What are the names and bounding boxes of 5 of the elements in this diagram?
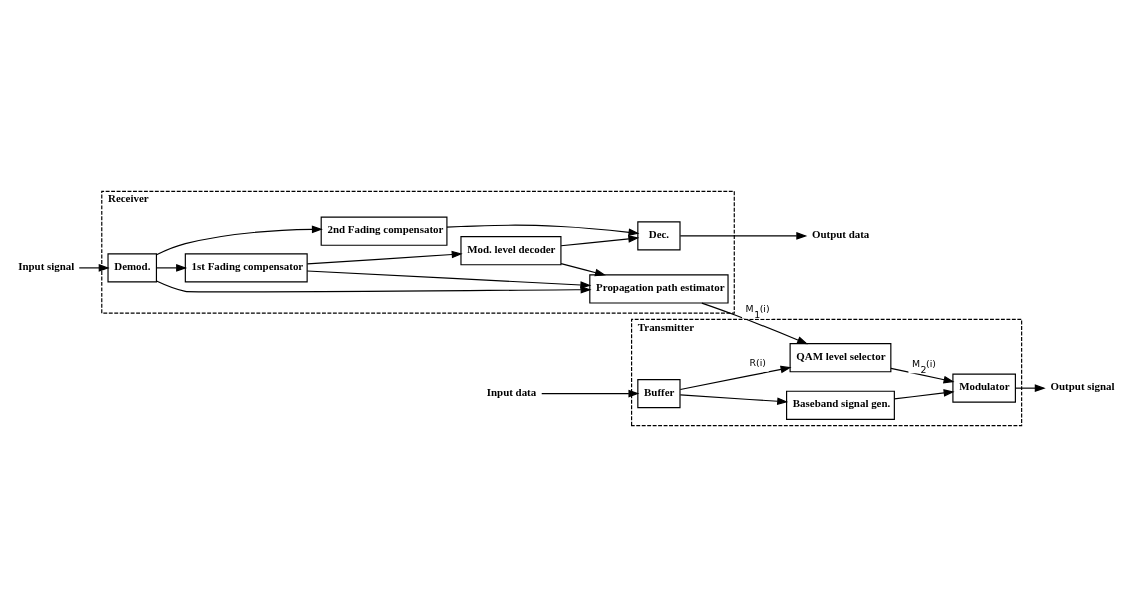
node-text: Input signal [18,259,75,272]
edge-label: R(i) [749,356,766,368]
node-text: Output data [811,227,870,240]
node-text: Output signal [1050,379,1115,392]
node-text: Input data [486,385,537,398]
